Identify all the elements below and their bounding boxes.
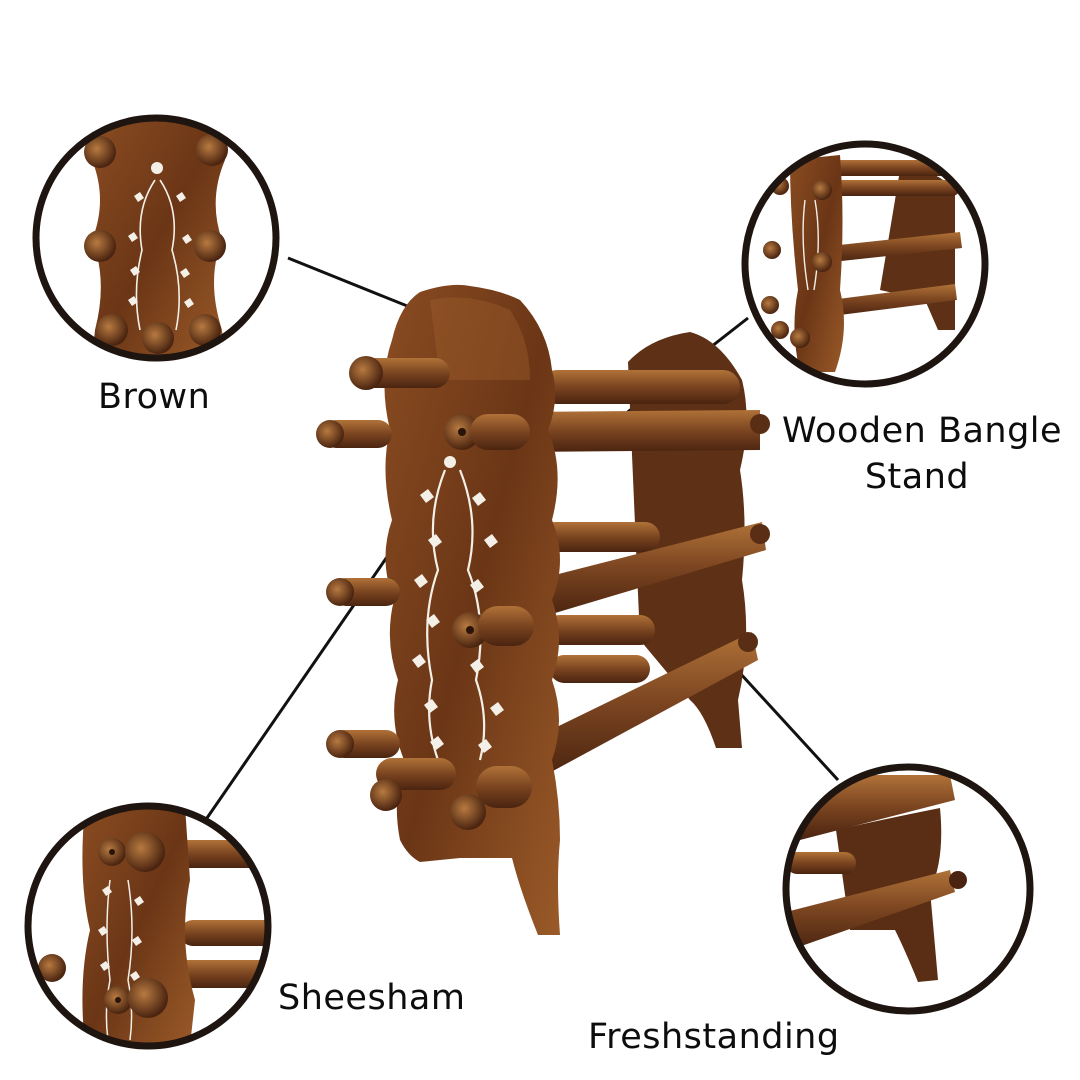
- label-wooden-bangle-stand: Wooden Bangle Stand: [782, 408, 1063, 500]
- callout-circle-stand: [741, 140, 989, 388]
- inlay-leaves: [412, 456, 504, 753]
- label-line-2: Stand: [864, 457, 970, 497]
- label-brown: Brown: [98, 377, 211, 417]
- label-sheesham: Sheesham: [278, 978, 466, 1018]
- main-product: [316, 284, 770, 935]
- label-freshstanding: Freshstanding: [588, 1017, 840, 1057]
- knobs: [316, 356, 534, 830]
- callout-circle-freshstanding: [782, 763, 1034, 1015]
- callout-circle-sheesham: [24, 802, 272, 1050]
- callout-circle-brown: [32, 114, 280, 362]
- label-line-1: Wooden Bangle: [782, 411, 1063, 451]
